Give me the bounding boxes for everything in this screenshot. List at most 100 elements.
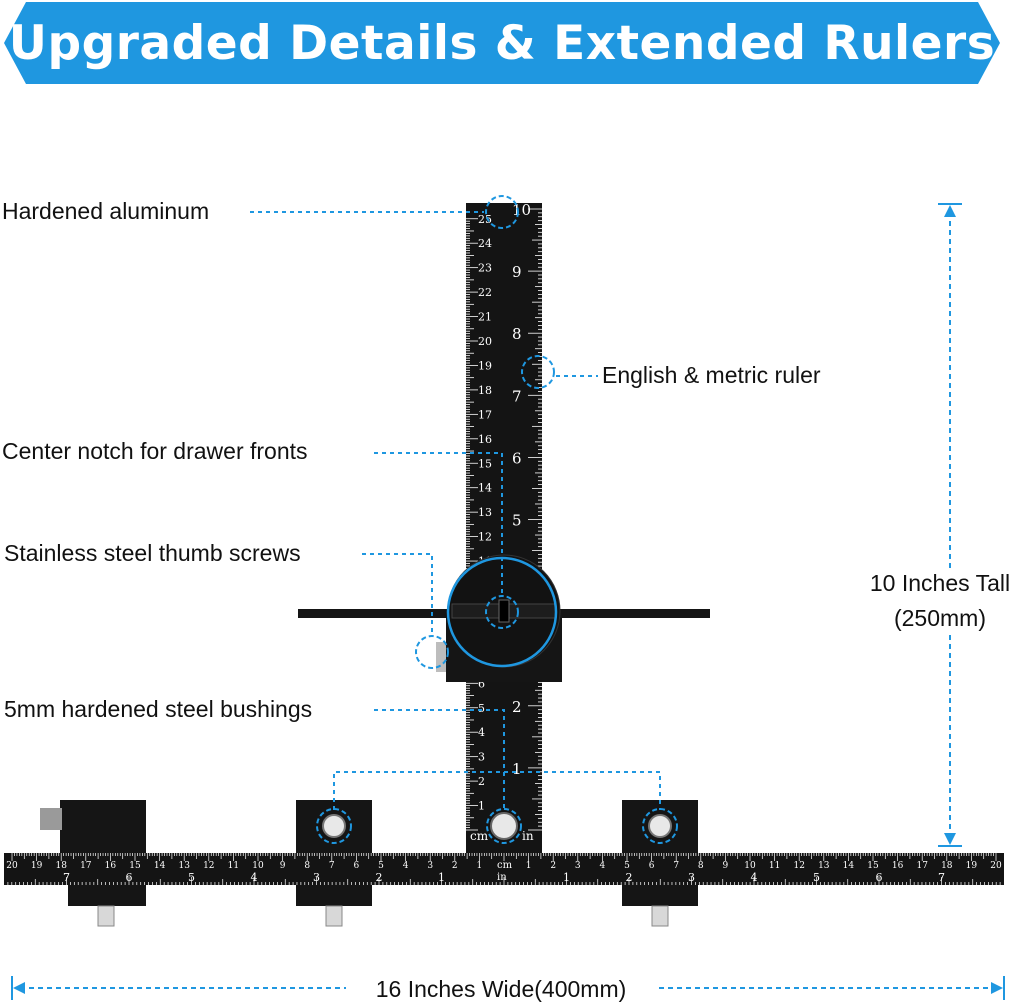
- horizontal-cm-tick-label: 6: [649, 861, 655, 871]
- vertical-cm-tick-label: 23: [478, 262, 492, 275]
- horizontal-cm-tick-label: 1: [526, 861, 532, 871]
- height-dimension-line2: (250mm): [893, 605, 986, 631]
- callout-center-notch: Center notch for drawer fronts: [2, 438, 308, 464]
- horizontal-in-tick-label: 4: [751, 871, 758, 884]
- height-dimension-line1: 10 Inches Tall: [869, 570, 1011, 596]
- horizontal-cm-tick-label: 3: [575, 861, 581, 871]
- vertical-cm-tick-label: 15: [478, 457, 492, 470]
- horizontal-ruler-cm-label: cm: [497, 860, 513, 871]
- vertical-in-tick-label: 6: [512, 449, 522, 467]
- horizontal-cm-tick-label: 14: [843, 861, 855, 871]
- horizontal-cm-tick-label: 7: [329, 861, 335, 871]
- horizontal-cm-tick-label: 16: [105, 861, 117, 871]
- horizontal-in-tick-label: 3: [313, 871, 320, 884]
- vertical-in-tick-label: 2: [512, 698, 522, 716]
- vertical-in-tick-label: 1: [512, 760, 522, 778]
- header-banner: Upgraded Details & Extended Rulers: [4, 2, 1000, 84]
- horizontal-in-tick-label: 2: [626, 871, 633, 884]
- vertical-in-tick-label: 7: [512, 387, 522, 405]
- banner-title: Upgraded Details & Extended Rulers: [8, 15, 996, 71]
- width-dimension-label: 16 Inches Wide(400mm): [346, 976, 656, 1003]
- horizontal-cm-tick-label: 15: [867, 861, 879, 871]
- horizontal-cm-tick-label: 12: [793, 861, 804, 871]
- vertical-cm-tick-label: 6: [478, 677, 485, 690]
- horizontal-cm-tick-label: 6: [354, 861, 360, 871]
- horizontal-in-tick-label: 6: [126, 871, 133, 884]
- horizontal-cm-tick-label: 4: [403, 861, 409, 871]
- horizontal-in-tick-label: 4: [251, 871, 258, 884]
- vertical-in-tick-label: 9: [512, 263, 522, 281]
- horizontal-in-tick-label: 1: [563, 871, 570, 884]
- horizontal-cm-tick-label: 10: [252, 861, 264, 871]
- horizontal-in-tick-label: 3: [688, 871, 695, 884]
- horizontal-cm-tick-label: 12: [203, 861, 214, 871]
- vertical-cm-tick-label: 1: [478, 800, 485, 813]
- vertical-ruler: 1234567891011121314151617181920212223242…: [466, 201, 542, 853]
- banner-shape: [4, 2, 1000, 84]
- vertical-cm-tick-label: 20: [478, 335, 492, 348]
- horizontal-ruler-in-label: in: [497, 872, 507, 883]
- vertical-cm-tick-label: 24: [478, 237, 492, 250]
- vertical-cm-tick-label: 4: [478, 726, 485, 739]
- vertical-cm-tick-label: 13: [478, 506, 492, 519]
- horizontal-cm-tick-label: 19: [966, 861, 978, 871]
- horizontal-cm-tick-label: 2: [452, 861, 458, 871]
- height-dimension-line: [938, 203, 962, 847]
- horizontal-in-tick-label: 5: [188, 871, 195, 884]
- callout-english-metric-ruler: English & metric ruler: [602, 362, 821, 388]
- horizontal-cm-tick-label: 9: [280, 861, 286, 871]
- callout-bushings: 5mm hardened steel bushings: [4, 696, 313, 722]
- vertical-cm-tick-label: 19: [478, 359, 492, 372]
- horizontal-cm-tick-label: 11: [769, 861, 780, 871]
- horizontal-cm-tick-label: 18: [941, 861, 953, 871]
- horizontal-cm-tick-label: 5: [378, 861, 384, 871]
- horizontal-cm-tick-label: 16: [892, 861, 904, 871]
- horizontal-in-tick-label: 2: [376, 871, 383, 884]
- horizontal-cm-tick-label: 4: [600, 861, 606, 871]
- horizontal-in-tick-label: 6: [876, 871, 883, 884]
- center-block-assembly: [298, 554, 710, 682]
- horizontal-in-tick-label: 7: [938, 871, 945, 884]
- callout-leaders: [250, 195, 678, 844]
- horizontal-cm-tick-label: 20: [6, 861, 18, 871]
- vertical-in-tick-label: 8: [512, 325, 522, 343]
- horizontal-cm-tick-label: 13: [178, 861, 190, 871]
- horizontal-cm-tick-label: 8: [698, 861, 704, 871]
- thumb-screw: [436, 642, 446, 672]
- vertical-cm-tick-label: 14: [478, 482, 492, 495]
- vertical-cm-tick-label: 17: [478, 408, 492, 421]
- horizontal-cm-tick-label: 9: [723, 861, 729, 871]
- horizontal-cm-tick-label: 11: [228, 861, 239, 871]
- horizontal-cm-tick-label: 20: [990, 861, 1002, 871]
- vertical-in-tick-label: 5: [512, 512, 522, 530]
- callout-thumb-screws: Stainless steel thumb screws: [4, 540, 301, 566]
- horizontal-cm-tick-label: 5: [624, 861, 630, 871]
- horizontal-cm-tick-label: 15: [129, 861, 141, 871]
- height-dimension-label: 10 Inches Tall (250mm): [852, 570, 1024, 632]
- horizontal-cm-tick-label: 2: [550, 861, 556, 871]
- horizontal-cm-tick-label: 13: [818, 861, 830, 871]
- horizontal-cm-tick-label: 19: [31, 861, 43, 871]
- horizontal-in-tick-label: 5: [813, 871, 820, 884]
- callout-hardened-aluminum: Hardened aluminum: [2, 198, 210, 224]
- horizontal-cm-tick-label: 14: [154, 861, 166, 871]
- vertical-cm-tick-label: 22: [478, 286, 492, 299]
- horizontal-in-tick-label: 7: [63, 871, 70, 884]
- vertical-ruler-cm-label: cm: [470, 829, 489, 843]
- horizontal-cm-tick-label: 18: [55, 861, 67, 871]
- bottom-bushing: [490, 812, 518, 840]
- vertical-cm-tick-label: 25: [478, 213, 492, 226]
- horizontal-in-tick-label: 1: [438, 871, 445, 884]
- center-notch: [498, 599, 510, 623]
- vertical-cm-tick-label: 21: [478, 311, 492, 324]
- right-bushing-block: [622, 800, 698, 927]
- vertical-ruler-in-label: in: [522, 829, 534, 843]
- horizontal-cm-tick-label: 1: [477, 861, 483, 871]
- horizontal-cm-tick-label: 3: [427, 861, 433, 871]
- vertical-cm-tick-label: 16: [478, 433, 492, 446]
- vertical-cm-tick-label: 18: [478, 384, 492, 397]
- vertical-in-tick-label: 10: [512, 201, 531, 219]
